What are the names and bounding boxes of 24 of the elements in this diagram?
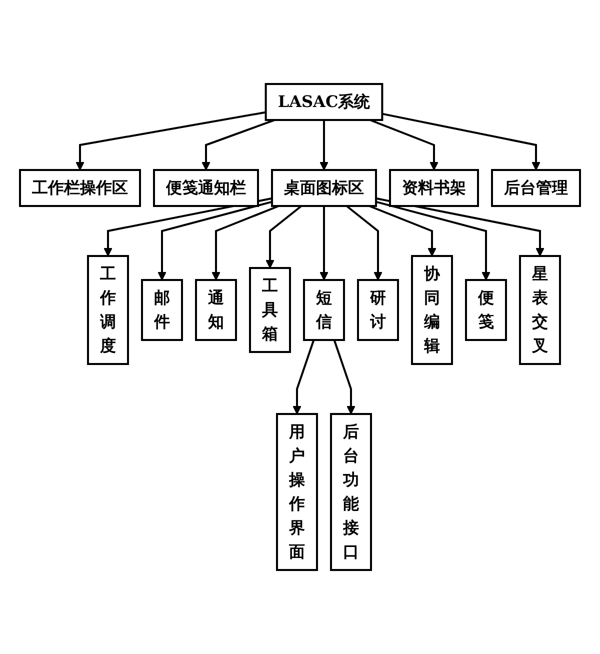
node-box: 工具箱: [249, 267, 291, 353]
node-box: 桌面图标区: [271, 169, 377, 207]
arrow: [212, 205, 280, 280]
node-box: 星表交叉: [519, 255, 561, 365]
arrow: [266, 205, 302, 268]
arrow: [382, 112, 540, 170]
arrow: [320, 120, 328, 170]
arrow: [292, 340, 315, 414]
arrow: [158, 200, 272, 280]
node-box: 研讨: [357, 279, 399, 341]
arrow: [333, 340, 356, 414]
arrow: [370, 119, 438, 170]
arrow: [368, 205, 436, 256]
node-box: 后台管理: [491, 169, 581, 207]
node-box: 工作栏操作区: [19, 169, 141, 207]
node-box: LASAC系统: [264, 83, 384, 121]
arrow: [376, 200, 490, 280]
node-box: 通知: [195, 279, 237, 341]
arrow: [346, 205, 382, 280]
node-box: 资料书架: [389, 169, 479, 207]
arrow: [320, 206, 328, 280]
arrow: [76, 111, 266, 170]
arrow: [202, 119, 275, 170]
node-box: 协同编辑: [411, 255, 453, 365]
